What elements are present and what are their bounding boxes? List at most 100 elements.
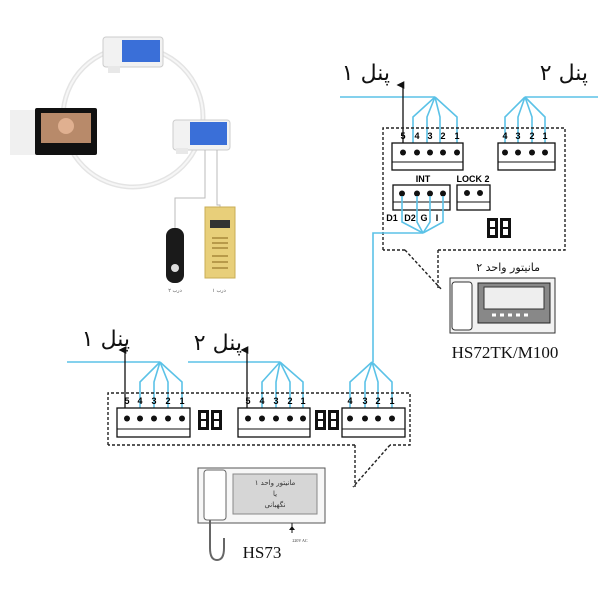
fan-wires [412, 96, 458, 143]
int-pin-label: I [436, 213, 439, 223]
wire [349, 361, 373, 408]
fan-wires [261, 361, 304, 408]
wire [422, 196, 431, 234]
jumper-icon [315, 410, 339, 430]
hs73-model-label: HS73 [243, 543, 282, 562]
terminal-screw [362, 415, 368, 422]
fan-wires [139, 361, 183, 408]
unit-2-monitor-caption: مانیتور واحد ۲ [476, 261, 540, 274]
wire [524, 96, 533, 143]
door-2-label: درب ۲ [168, 288, 182, 294]
door-station-1-image [204, 206, 236, 279]
wire [434, 96, 458, 143]
bottom-panel-1-label: پنل ۱ [82, 327, 130, 352]
door-1-label: درب ۱ [212, 288, 226, 294]
jumper-icon [198, 410, 222, 430]
terminal-screw [502, 149, 508, 156]
wire [426, 96, 436, 143]
terminal-number: 2 [287, 396, 292, 406]
int-label: INT [416, 174, 431, 184]
wire [371, 361, 393, 408]
bottom-callout [352, 444, 391, 488]
terminal-number: 2 [529, 131, 534, 141]
terminal-screw [245, 415, 251, 422]
terminal-screw [440, 190, 446, 197]
monitor-right-image [172, 119, 231, 154]
terminal-number: 1 [300, 396, 305, 406]
wire [504, 96, 526, 143]
top-detail-box [382, 127, 566, 251]
power-label: 220V AC [292, 538, 307, 543]
terminal-number: 3 [515, 131, 520, 141]
hs73-monitor-image [197, 467, 326, 562]
fan-wires [504, 96, 546, 143]
terminal-number: 5 [400, 131, 405, 141]
wire [524, 96, 546, 143]
terminal-screw [440, 149, 446, 156]
terminal-screw [400, 149, 406, 156]
terminal-number: 3 [273, 396, 278, 406]
terminal-screw [515, 149, 521, 156]
terminal-screw [300, 415, 306, 422]
wire [416, 196, 424, 234]
terminal-screw [375, 415, 381, 422]
hs72tk-model-label: HS72TK/M100 [452, 343, 559, 362]
bottom-detail-box [107, 392, 411, 446]
lock2-label: LOCK 2 [456, 174, 489, 184]
riser-wire [372, 232, 423, 362]
top-callout [404, 249, 443, 291]
monitor-left-image [10, 108, 97, 155]
bottom-panel-2-label: پنل ۲ [194, 331, 242, 356]
wire [517, 96, 526, 143]
terminal-screw [427, 149, 433, 156]
wire [153, 361, 161, 408]
terminal-screw [124, 415, 130, 422]
wire [364, 361, 373, 408]
terminal-screw [389, 415, 395, 422]
terminal-screw [179, 415, 185, 422]
terminal-number: 4 [347, 396, 352, 406]
wire [279, 361, 291, 408]
terminal-number: 4 [502, 131, 507, 141]
terminal-number: 5 [124, 396, 129, 406]
screen-line-3: نگهبانی [264, 500, 285, 509]
terminal-number: 1 [389, 396, 394, 406]
terminal-screw [454, 149, 460, 156]
door-station-2-image [166, 228, 184, 283]
wire [422, 196, 444, 234]
terminal-screw [542, 149, 548, 156]
screen-line-2: یا [273, 490, 277, 498]
top-panel-2-label: پنل ۲ [540, 61, 588, 86]
wire [159, 361, 183, 408]
terminal-number: 4 [259, 396, 264, 406]
lock2-terminal-block [456, 184, 491, 211]
terminal-number: 4 [414, 131, 419, 141]
terminal-screw [347, 415, 353, 422]
terminal-number: 3 [362, 396, 367, 406]
wire [434, 96, 441, 143]
terminal-screw [287, 415, 293, 422]
terminal-number: 3 [151, 396, 156, 406]
top-panel-1-label: پنل ۱ [342, 61, 390, 86]
wire [159, 361, 169, 408]
int-pin-label: D1 [386, 213, 398, 223]
terminal-screw [273, 415, 279, 422]
terminal-screw [399, 190, 405, 197]
terminal-screw [529, 149, 535, 156]
terminal-number: 2 [440, 131, 445, 141]
terminal-screw [151, 415, 157, 422]
terminal-number: 3 [427, 131, 432, 141]
wire [275, 361, 281, 408]
int-pin-label: G [420, 213, 427, 223]
terminal-number: 5 [245, 396, 250, 406]
wire [261, 361, 281, 408]
system-illustration: درب ۲ درب ۱ [10, 36, 236, 294]
terminal-screw [427, 190, 433, 197]
int-pin-label: D2 [404, 213, 416, 223]
